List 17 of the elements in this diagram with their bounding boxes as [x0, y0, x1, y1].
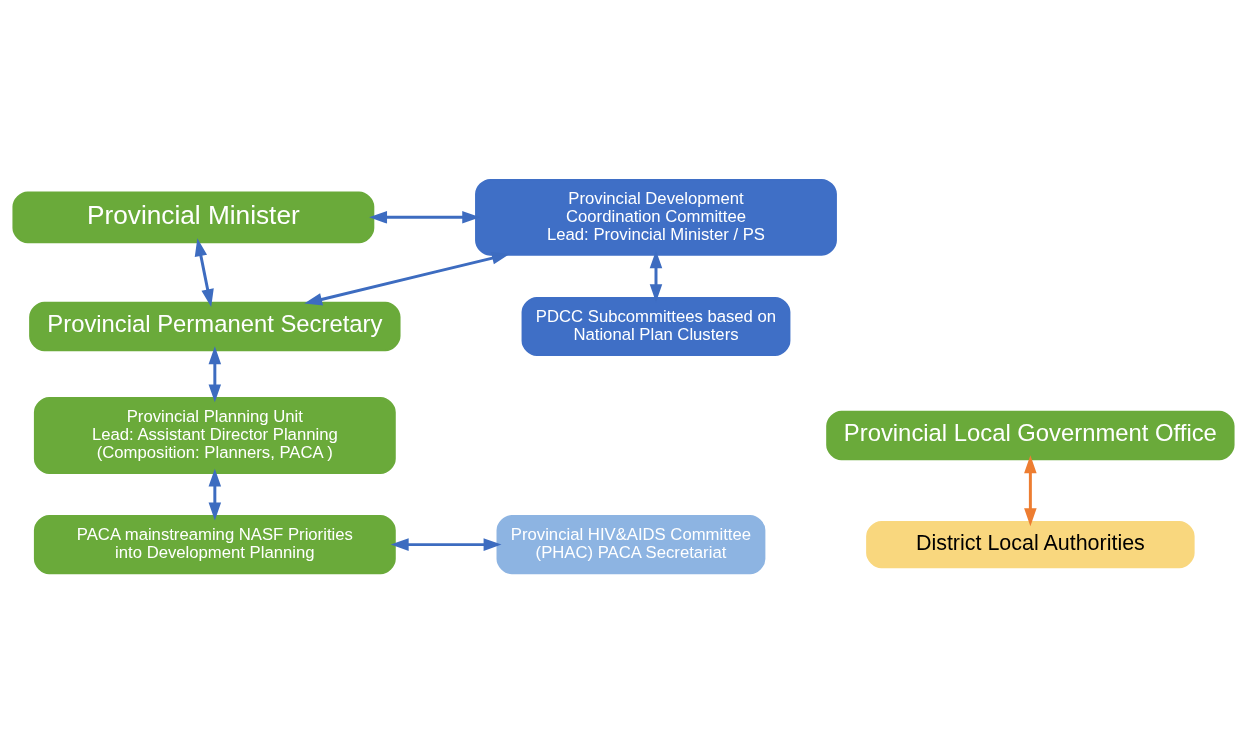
node-box: Provincial Permanent Secretary — [29, 301, 401, 352]
node-box: Provincial Minister — [12, 191, 375, 244]
arrow — [369, 211, 481, 224]
arrow — [194, 238, 214, 307]
node-box: Provincial HIV&AIDS Committee (PHAC) PACA Secretariat — [496, 515, 766, 575]
node-box: District Local Authorities — [866, 521, 1195, 569]
node-box: Provincial Planning Unit Lead: Assistant Director Planning (Composition: Planners, PACA ) — [33, 397, 396, 474]
arrow — [1024, 455, 1037, 527]
arrow — [208, 468, 222, 521]
arrow — [304, 252, 510, 306]
arrow — [208, 346, 222, 403]
node-box: Provincial Local Government Office — [826, 410, 1235, 461]
node-box: PDCC Subcommittees based on National Plan Clusters — [521, 296, 791, 356]
arrow — [649, 250, 663, 303]
node-box: Provincial Development Coordination Committee Lead: Provincial Minister / PS — [475, 178, 837, 256]
node-box: PACA mainstreaming NASF Priorities into Development Planning — [33, 515, 396, 575]
arrow — [390, 538, 502, 551]
